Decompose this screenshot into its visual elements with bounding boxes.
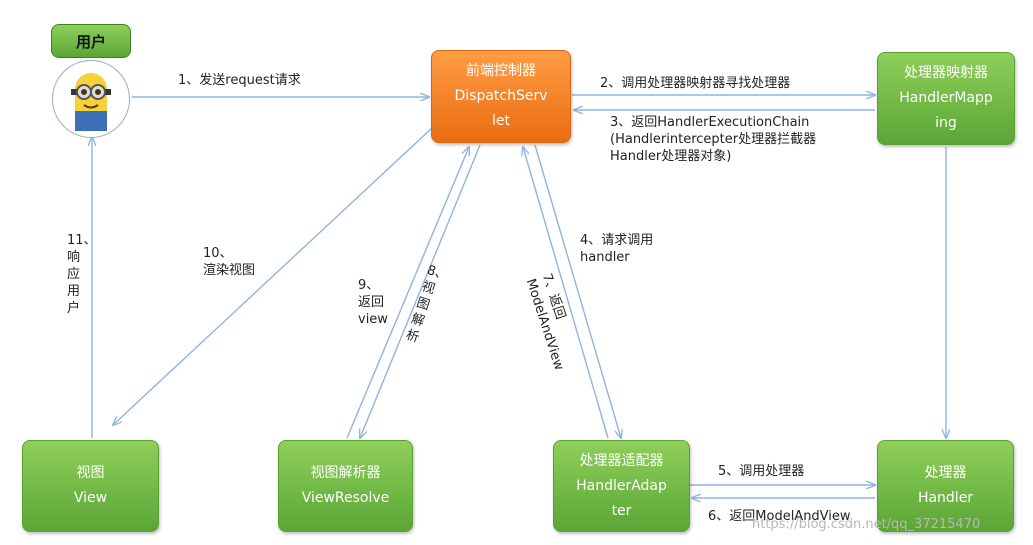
handler-adapter-title: 处理器适配器 — [579, 452, 664, 469]
view-resolver-name: ViewResolve — [301, 490, 390, 506]
dispatcher-name-line2: let — [492, 113, 510, 129]
edge-4-label-line1: 4、请求调用 — [580, 233, 654, 248]
edge-4-arrow — [534, 144, 621, 438]
edge-11-label-line1: 11、 — [67, 233, 97, 248]
handler-name: Handler — [917, 490, 974, 506]
edge-5-label: 5、调用处理器 — [718, 464, 805, 479]
edge-4-label: 4、请求调用 handler — [580, 232, 653, 266]
edge-3-label: 3、返回HandlerExecutionChain (Handlerinterc… — [610, 114, 816, 165]
edge-2-label: 2、调用处理器映射器寻找处理器 — [600, 76, 791, 91]
handler-adapter-node: 处理器适配器 HandlerAdap ter — [553, 440, 690, 532]
edge-1-label: 1、发送request请求 — [178, 73, 301, 88]
edge-6-label: 6、返回ModelAndView — [708, 509, 851, 524]
edge-11-label-line4: 用 — [67, 284, 81, 299]
view-name: View — [73, 490, 108, 506]
edge-9-label-line1: 9、 — [358, 278, 380, 293]
edge-10-label-line1: 10、 — [203, 246, 233, 261]
edge-3-label-line1: 3、返回HandlerExecutionChain — [610, 115, 810, 130]
handler-mapping-node: 处理器映射器 HandlerMapp ing — [877, 52, 1015, 145]
edge-7-arrow — [523, 147, 609, 439]
watermark-text: https://blog.csdn.net/qq_37215470 — [752, 517, 981, 532]
handler-adapter-name-line1: HandlerAdap — [576, 477, 667, 494]
edge-11-label-line2: 响 — [67, 250, 81, 265]
edge-10-label: 10、 渲染视图 — [203, 245, 255, 279]
edge-3-label-line3: Handler处理器对象) — [610, 149, 732, 164]
handler-mapping-title: 处理器映射器 — [904, 65, 988, 81]
edge-9-label: 9、 返回 view — [358, 277, 388, 328]
handler-mapping-name-line1: HandlerMapp — [899, 90, 993, 106]
view-title: 视图 — [76, 465, 105, 481]
dispatcher-servlet-node: 前端控制器 DispatchServ let — [431, 50, 571, 143]
edge-4-label-line2: handler — [580, 250, 630, 265]
edge-10-label-line2: 渲染视图 — [203, 263, 256, 278]
edge-9-label-line3: view — [358, 312, 388, 327]
view-resolver-node: 视图解析器 ViewResolve — [278, 440, 413, 532]
user-avatar-icon — [52, 60, 130, 138]
handler-node: 处理器 Handler — [877, 440, 1014, 532]
edge-3-label-line2: (Handlerintercepter处理器拦截器 — [610, 132, 817, 147]
edge-11-label-line5: 户 — [67, 301, 81, 316]
edge-10-arrow — [113, 127, 433, 425]
view-resolver-title: 视图解析器 — [310, 465, 381, 481]
view-node: 视图 View — [22, 440, 159, 532]
dispatcher-name-line1: DispatchServ — [454, 88, 548, 104]
edge-8-arrow — [360, 144, 481, 438]
user-node-label: 用户 — [51, 24, 131, 58]
dispatcher-title: 前端控制器 — [466, 63, 536, 79]
handler-adapter-name-line2: ter — [611, 502, 632, 519]
edge-9-label-line2: 返回 — [358, 295, 385, 310]
edge-11-label-line3: 应 — [67, 267, 81, 282]
handler-title: 处理器 — [924, 465, 967, 481]
handler-mapping-name-line2: ing — [935, 115, 957, 131]
edge-11-label: 11、 响 应 用 户 — [67, 232, 97, 317]
edge-9-arrow — [346, 147, 469, 439]
